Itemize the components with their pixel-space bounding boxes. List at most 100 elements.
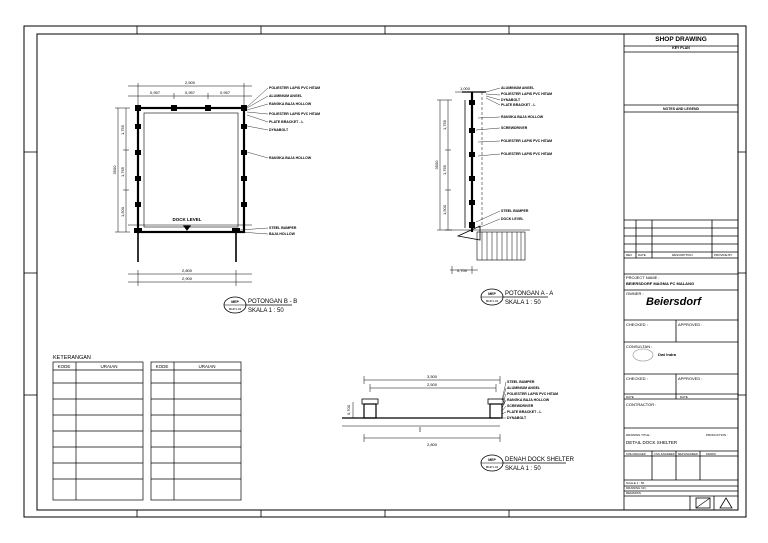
owner-label: OWNER : xyxy=(626,291,644,296)
callout-code: MEP xyxy=(488,458,496,462)
legend-title: KETERANGAN xyxy=(53,355,91,361)
legend-header: KODE xyxy=(58,364,71,369)
callout: STEEL BUMPER xyxy=(501,209,529,213)
zone-ticks xyxy=(24,26,746,517)
view-scale: SKALA 1 : 50 xyxy=(505,300,541,306)
dim-left: 1,500 xyxy=(442,204,447,215)
dim-left: 1,500 xyxy=(120,206,125,217)
consultan-name: Dwi Indra xyxy=(658,352,677,357)
callout: POLIESTER LAPIS PVC HITAM xyxy=(269,112,320,116)
project-name: BEIERSDORF MAGMA PC MALANG xyxy=(626,281,695,286)
view-scale: SKALA 1 : 50 xyxy=(505,466,541,472)
production-label: PRODUCTION : xyxy=(706,433,728,437)
callout: SCREWDRIVER xyxy=(507,404,534,408)
dim-left: 1,755 xyxy=(442,119,447,130)
legend: KETERANGAN KODE URAIAN KODE URAIAN xyxy=(52,355,242,501)
view-title: DENAH DOCK SHELTER xyxy=(505,457,575,463)
callout: ALUMINIUM ANGEL xyxy=(507,386,541,390)
notes-title: NOTES AND LEGEND xyxy=(662,107,700,111)
legend-header: URAIAN xyxy=(100,364,117,369)
callout: STEEL BUMPER xyxy=(507,380,535,384)
view-potongan-b: 2,500 0,957 0,957 0,957 2,800 2,900 3500… xyxy=(112,80,320,314)
approved-label: APPROVED : xyxy=(678,322,703,327)
callout: PLATE BRACKET - L xyxy=(507,410,542,414)
legend-header: KODE xyxy=(156,364,169,369)
dim: 2,500 xyxy=(427,382,438,387)
legend-header: URAIAN xyxy=(198,364,215,369)
view-denah: 3,500 2,500 2,800 0,700 STEEL BUMPER ALU… xyxy=(342,374,575,472)
contractor-label: CONTRACTOR : xyxy=(626,402,657,407)
callout: DYNABOLT xyxy=(501,98,521,102)
callout: DOCK LEVEL xyxy=(501,217,524,221)
north-triangle-icon xyxy=(719,497,733,509)
consultan-label: CONSULTAN : xyxy=(626,344,653,349)
drawing-title-label: DRAWING TITLE : xyxy=(626,433,652,437)
rev-header: REV xyxy=(626,253,633,257)
dim-bottom: 0,700 xyxy=(457,268,468,273)
sheet-box-icon xyxy=(695,497,711,509)
dim-top-sub: 0,957 xyxy=(185,90,196,95)
callout: RANGKA BAJA HOLLOW xyxy=(269,102,312,106)
dim-top-sub: 0,957 xyxy=(150,90,161,95)
approved-label: APPROVED : xyxy=(678,376,703,381)
callout: ALUMINIUM ANGEL xyxy=(501,86,535,90)
dim: 2,800 xyxy=(427,442,438,447)
rev-header: DATE xyxy=(638,253,646,257)
callout: POLIESTER LAPIS PVC HITAM xyxy=(501,152,552,156)
dim-left: 1,765 xyxy=(442,164,447,175)
callout: RANGKA BAJA HOLLOW xyxy=(501,115,544,119)
callout-sheet: MHP1.02 xyxy=(486,465,499,469)
title-block: SHOP DRAWING KEY PLAN NOTES AND LEGEND R… xyxy=(624,34,738,510)
rev-header: PROVIDE BY xyxy=(714,253,733,257)
callout-code: MEP xyxy=(488,292,496,296)
dim-bottom: 2,900 xyxy=(182,276,193,281)
frame-outline xyxy=(136,106,246,234)
dim-side: 0,700 xyxy=(346,404,351,415)
callout: STEEL BUMPER xyxy=(269,226,297,230)
remarks-label: REMARKS xyxy=(626,491,641,495)
drawing-title: DETAIL DOCK SHELTER xyxy=(626,440,678,445)
bracket-marks xyxy=(134,105,247,233)
key-plan-label: KEY PLAN xyxy=(672,46,690,50)
dim-height: 3500 xyxy=(112,165,117,175)
consultant-logo-icon xyxy=(632,348,654,362)
dim-top-sub: 0,957 xyxy=(220,90,231,95)
callout-sheet: MHP1.02 xyxy=(229,307,242,311)
dim: 3,500 xyxy=(427,374,438,379)
callout: POLIESTER LAPIS PVC HITAM xyxy=(269,86,320,90)
hatch xyxy=(481,232,522,260)
callout: PLATE BRACKET - L xyxy=(501,103,536,107)
project-name-label: PROJECT NAME : xyxy=(626,275,660,280)
callout: POLIESTER LAPIS PVC HITAM xyxy=(507,392,558,396)
date-label: DATE xyxy=(680,395,688,399)
dim-top: 2,500 xyxy=(185,80,196,85)
sig-header: DRAWN xyxy=(706,453,716,456)
callout: SCREWDRIVER xyxy=(501,126,528,130)
checked-label: CHECKED : xyxy=(626,322,648,327)
dim-top: 1,000 xyxy=(460,86,471,91)
sig-header: MEP ENGINEER xyxy=(678,453,698,456)
drawing-no-label: DRAWING NO. xyxy=(626,486,647,490)
scale-label: SCALE 1 : 50 xyxy=(626,481,645,485)
owner-logo: Beiersdorf xyxy=(646,296,702,308)
dim-bottom: 2,800 xyxy=(182,268,193,273)
date-label: DATE xyxy=(626,395,634,399)
callout-code: MEP xyxy=(231,300,239,304)
callout: RANGKA BAJA HOLLOW xyxy=(507,398,550,402)
dock-level-label: DOCK LEVEL xyxy=(172,217,201,222)
view-title: POTONGAN A - A xyxy=(505,291,553,297)
view-potongan-a: 1,000 0,700 3500 1,755 1,765 1,500 ALUMI… xyxy=(434,86,553,306)
callout: BAJA HOLLOW xyxy=(269,232,296,236)
sig-header: CIVIL ENGINEER xyxy=(654,453,675,456)
checked-label: CHECKED : xyxy=(626,376,648,381)
view-title: POTONGAN B - B xyxy=(248,299,297,305)
dim-left: 1,765 xyxy=(120,166,125,177)
view-scale: SKALA 1 : 50 xyxy=(248,308,284,314)
sig-header: SITE MANAGER xyxy=(626,453,646,456)
callout: POLIESTER LAPIS PVC HITAM xyxy=(501,92,552,96)
callout-sheet: MHP1.02 xyxy=(486,299,499,303)
title-block-frame xyxy=(623,33,739,511)
callout: RANGKA BAJA HOLLOW xyxy=(269,156,312,160)
sheet-title: SHOP DRAWING xyxy=(655,36,707,43)
